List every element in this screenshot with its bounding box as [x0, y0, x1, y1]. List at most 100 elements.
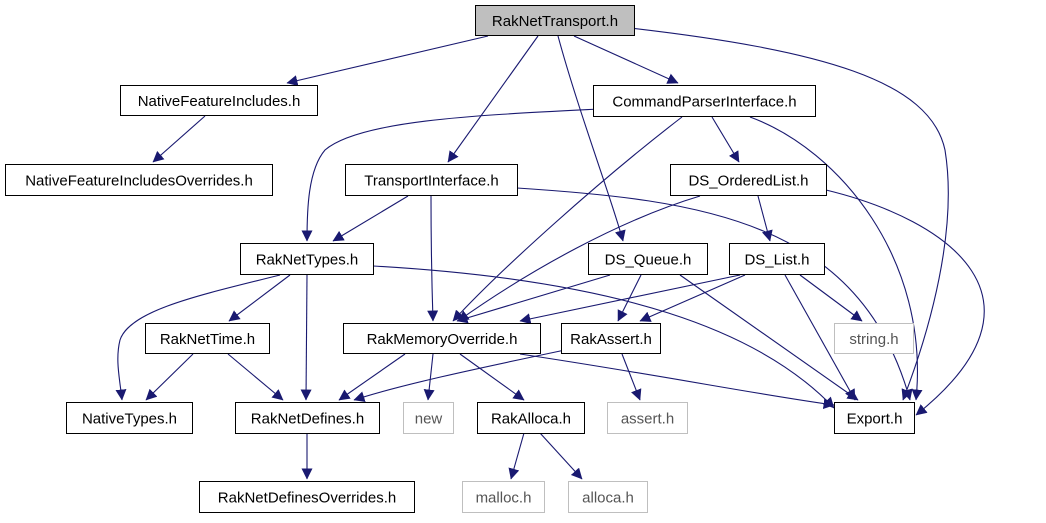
edge-transportinterface-to-export: [516, 187, 913, 401]
node-label-raknettransport: RakNetTransport.h: [492, 13, 618, 30]
node-label-raknetdefines: RakNetDefines.h: [251, 411, 364, 428]
edge-raknettime-to-nativetypes: [145, 353, 194, 401]
node-label-alloca: alloca.h: [582, 490, 634, 507]
node-label-malloc: malloc.h: [476, 490, 532, 507]
node-string: string.h: [834, 323, 914, 354]
node-label-rakalloca: RakAlloca.h: [491, 411, 571, 428]
node-nativefeatureincludesoverrides[interactable]: NativeFeatureIncludesOverrides.h: [5, 164, 273, 196]
edge-rakalloca-to-malloc: [508, 432, 525, 480]
edge-raknettransport-to-export: [629, 27, 949, 401]
edge-commandparserinterface-to-raknettypes: [301, 108, 601, 242]
node-label-ds-queue: DS_Queue.h: [605, 252, 692, 269]
node-rakalloca[interactable]: RakAlloca.h: [477, 402, 585, 434]
node-label-commandparserinterface: CommandParserInterface.h: [612, 94, 796, 111]
node-label-nativetypes: NativeTypes.h: [82, 411, 177, 428]
edge-ds-list-to-export: [784, 274, 856, 401]
node-raknettransport[interactable]: RakNetTransport.h: [475, 5, 635, 36]
edge-commandparserinterface-to-export: [749, 116, 923, 401]
node-label-rakassert: RakAssert.h: [570, 331, 652, 348]
node-ds-queue[interactable]: DS_Queue.h: [588, 243, 708, 275]
node-alloca: alloca.h: [568, 481, 648, 513]
edge-ds-list-to-string: [799, 274, 863, 322]
node-box-raknetdefines: [235, 402, 380, 434]
edge-ds-orderedlist-to-ds-list: [757, 195, 773, 242]
edge-raknettypes-to-export: [372, 265, 835, 409]
node-box-nativefeatureincludesoverrides: [5, 164, 273, 196]
edge-ds-queue-to-rakmemoryoverride: [456, 274, 611, 324]
node-box-raknettime: [145, 323, 270, 354]
node-ds-orderedlist[interactable]: DS_OrderedList.h: [670, 164, 827, 196]
node-box-assert: [607, 402, 688, 434]
edge-ds-orderedlist-to-export: [825, 189, 985, 416]
node-new: new: [403, 402, 454, 434]
node-box-nativetypes: [66, 402, 193, 434]
nodes-layer: RakNetTransport.hNativeFeatureIncludes.h…: [5, 5, 915, 513]
node-transportinterface[interactable]: TransportInterface.h: [345, 164, 518, 196]
node-export[interactable]: Export.h: [834, 402, 915, 434]
node-box-transportinterface: [345, 164, 518, 196]
node-box-rakalloca: [477, 402, 585, 434]
node-box-ds-orderedlist: [670, 164, 827, 196]
node-rakmemoryoverride[interactable]: RakMemoryOverride.h: [343, 323, 541, 354]
node-label-export: Export.h: [847, 411, 903, 428]
node-box-raknetdefinesoverrides: [199, 481, 415, 513]
edge-transportinterface-to-raknettypes: [332, 195, 409, 242]
node-box-alloca: [568, 481, 648, 513]
edge-ds-orderedlist-to-rakmemoryoverride: [457, 195, 701, 322]
edge-raknettransport-to-nativefeatureincludes: [286, 35, 489, 86]
node-raknettypes[interactable]: RakNetTypes.h: [240, 243, 374, 275]
node-label-raknettypes: RakNetTypes.h: [256, 252, 359, 269]
node-box-ds-queue: [588, 243, 708, 275]
edge-raknettypes-to-nativetypes: [115, 274, 281, 401]
node-label-ds-orderedlist: DS_OrderedList.h: [688, 173, 808, 190]
node-label-raknetdefinesoverrides: RakNetDefinesOverrides.h: [218, 490, 396, 507]
edge-raknettransport-to-transportinterface: [447, 35, 539, 163]
node-ds-list[interactable]: DS_List.h: [729, 243, 825, 275]
node-rakassert[interactable]: RakAssert.h: [561, 323, 661, 354]
edge-raknettypes-to-raknetdefines: [300, 274, 312, 401]
edge-commandparserinterface-to-ds-orderedlist: [711, 116, 740, 163]
node-label-new: new: [415, 411, 443, 428]
edge-rakmemoryoverride-to-new: [423, 353, 435, 401]
node-label-rakmemoryoverride: RakMemoryOverride.h: [367, 331, 518, 348]
node-label-string: string.h: [849, 331, 898, 348]
edge-rakmemoryoverride-to-raknetdefines: [338, 353, 406, 401]
node-box-rakmemoryoverride: [343, 323, 541, 354]
node-label-nativefeatureincludesoverrides: NativeFeatureIncludesOverrides.h: [25, 173, 253, 190]
node-malloc: malloc.h: [462, 481, 545, 513]
node-box-export: [834, 402, 915, 434]
node-label-assert: assert.h: [621, 411, 674, 428]
edge-ds-queue-to-export: [679, 274, 859, 401]
node-label-raknettime: RakNetTime.h: [160, 331, 255, 348]
node-label-ds-list: DS_List.h: [744, 252, 809, 269]
node-label-nativefeatureincludes: NativeFeatureIncludes.h: [138, 93, 301, 110]
edge-raknettransport-to-commandparserinterface: [573, 35, 679, 84]
node-box-raknettypes: [240, 243, 374, 275]
node-raknettime[interactable]: RakNetTime.h: [145, 323, 270, 354]
node-box-malloc: [462, 481, 545, 513]
node-raknetdefines[interactable]: RakNetDefines.h: [235, 402, 380, 434]
node-nativefeatureincludes[interactable]: NativeFeatureIncludes.h: [120, 85, 318, 116]
node-commandparserinterface[interactable]: CommandParserInterface.h: [593, 85, 816, 117]
node-box-raknettransport: [475, 5, 635, 36]
edge-nativefeatureincludes-to-nativefeatureincludesoverrides: [152, 115, 206, 163]
edge-rakassert-to-assert: [621, 353, 642, 401]
edge-rakalloca-to-alloca: [539, 432, 583, 480]
node-label-transportinterface: TransportInterface.h: [364, 173, 499, 190]
edge-commandparserinterface-to-rakmemoryoverride: [452, 116, 683, 322]
node-box-new: [403, 402, 454, 434]
node-box-ds-list: [729, 243, 825, 275]
node-nativetypes[interactable]: NativeTypes.h: [66, 402, 193, 434]
edge-raknettime-to-raknetdefines: [227, 353, 284, 401]
node-assert: assert.h: [607, 402, 688, 434]
edge-rakassert-to-raknetdefines: [353, 349, 566, 402]
edge-rakmemoryoverride-to-rakalloca: [459, 353, 525, 401]
edge-transportinterface-to-rakmemoryoverride: [427, 195, 439, 322]
edge-raknettransport-to-ds-queue: [557, 35, 626, 242]
edge-ds-list-to-rakmemoryoverride: [519, 274, 741, 325]
node-raknetdefinesoverrides[interactable]: RakNetDefinesOverrides.h: [199, 481, 415, 513]
node-box-rakassert: [561, 323, 661, 354]
node-box-nativefeatureincludes: [120, 85, 318, 116]
node-box-commandparserinterface: [593, 85, 816, 117]
